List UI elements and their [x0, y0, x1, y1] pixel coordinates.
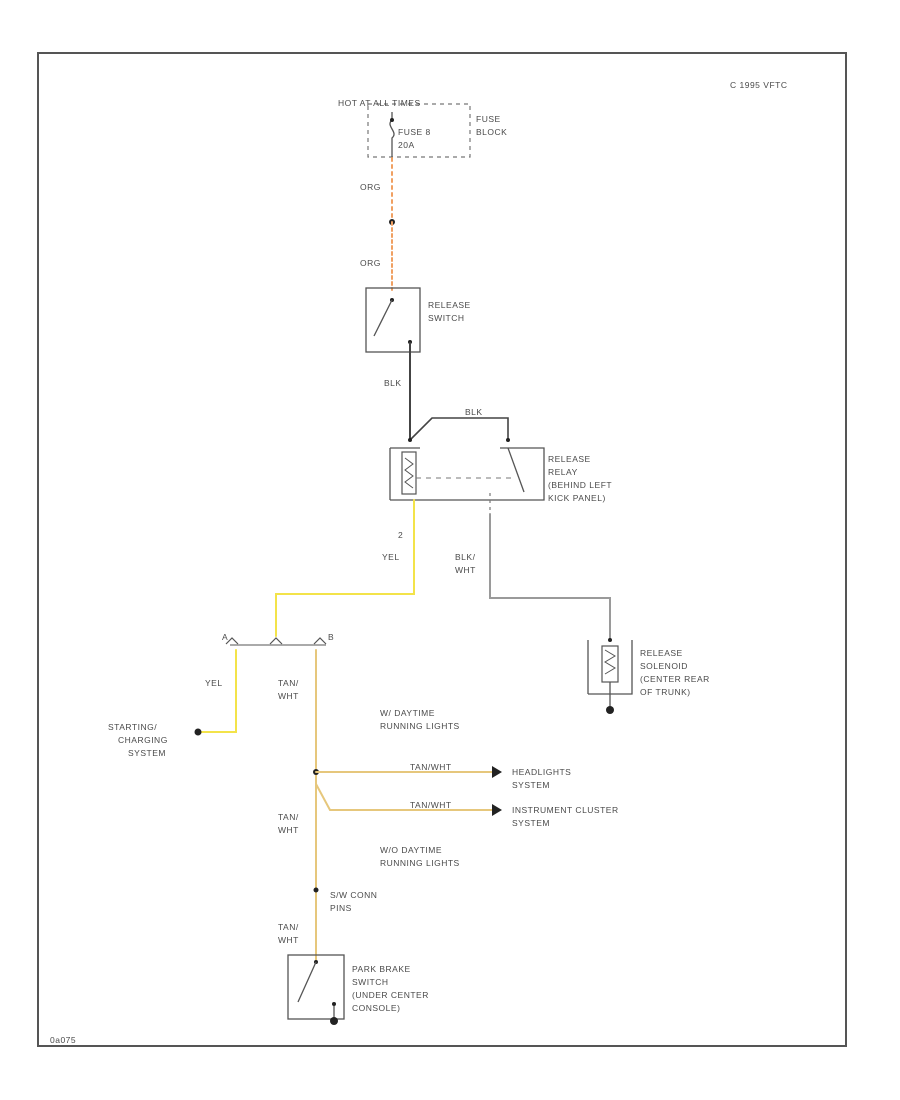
tan-wht-label-1b: WHT	[278, 691, 299, 701]
s-conn-dot	[313, 887, 319, 893]
release-solenoid: RELEASE SOLENOID (CENTER REAR OF TRUNK)	[587, 638, 710, 714]
tan-wht-branch-label-1: TAN/WHT	[410, 762, 452, 772]
yel-wire-main	[275, 499, 415, 637]
release-solenoid-label: RELEASE	[640, 648, 683, 658]
blk-wht-label-2: WHT	[455, 565, 476, 575]
tan-wht-label-2b: WHT	[278, 825, 299, 835]
release-relay: BLK RELEASE RELAY (BEHIND LEFT KICK PANE…	[389, 407, 612, 503]
fuse-label: FUSE 8	[398, 127, 431, 137]
fuse-block: HOT AT ALL TIMES FUSE 8 20A FUSE BLOCK	[338, 98, 507, 158]
release-relay-label-4: KICK PANEL)	[548, 493, 606, 503]
fuse-rating-label: 20A	[398, 140, 415, 150]
connector-bar: A B	[222, 632, 334, 646]
relay-top-wire	[409, 417, 509, 441]
tan-pin-b-label: B	[328, 632, 334, 642]
release-solenoid-label-3: (CENTER REAR	[640, 674, 710, 684]
hot-at-all-times-label: HOT AT ALL TIMES	[338, 98, 421, 108]
release-solenoid-label-4: OF TRUNK)	[640, 687, 691, 697]
cluster-arrow	[492, 804, 502, 816]
instrument-cluster-label: INSTRUMENT CLUSTER	[512, 805, 619, 815]
headlights-label: HEADLIGHTS	[512, 767, 571, 777]
tan-wht-label-3: TAN/	[278, 922, 299, 932]
tan-wht-label-3b: WHT	[278, 935, 299, 945]
without-drl-label: W/O DAYTIME	[380, 845, 442, 855]
tan-wht-label-1: TAN/	[278, 678, 299, 688]
yel-label-right: YEL	[382, 552, 400, 562]
diagram-id-label: 0a075	[50, 1035, 76, 1045]
blk-wht-wire	[489, 513, 611, 641]
instrument-cluster-label-2: SYSTEM	[512, 818, 550, 828]
diagram-frame	[37, 52, 847, 1047]
s-conn-label-2: PINS	[330, 903, 352, 913]
relay-top-wire-label: BLK	[465, 407, 483, 417]
fuse-block-label: FUSE	[476, 114, 501, 124]
yel-label-left: YEL	[205, 678, 223, 688]
tan-wht-label-2: TAN/	[278, 812, 299, 822]
fuse-block-label-2: BLOCK	[476, 127, 507, 137]
blk-wht-label: BLK/	[455, 552, 476, 562]
release-switch: RELEASE SWITCH	[365, 287, 471, 353]
blk-label: BLK	[384, 378, 402, 388]
with-drl-label-2: RUNNING LIGHTS	[380, 721, 460, 731]
park-brake-label-2: SWITCH	[352, 977, 389, 987]
org-label-lower: ORG	[360, 258, 381, 268]
release-solenoid-label-2: SOLENOID	[640, 661, 688, 671]
tan-wht-branch-label-2: TAN/WHT	[410, 800, 452, 810]
copyright-label: C 1995 VFTC	[730, 80, 787, 90]
s-conn-label: S/W CONN	[330, 890, 377, 900]
tan-pin-a-label: A	[222, 632, 228, 642]
release-relay-label-3: (BEHIND LEFT	[548, 480, 612, 490]
release-relay-label-2: RELAY	[548, 467, 578, 477]
release-switch-label-2: SWITCH	[428, 313, 465, 323]
park-brake-label: PARK BRAKE	[352, 964, 411, 974]
tan-wht-branch-cluster	[315, 783, 493, 811]
park-brake-label-4: CONSOLE)	[352, 1003, 400, 1013]
starting-charging-label-2: CHARGING	[118, 735, 168, 745]
release-relay-label: RELEASE	[548, 454, 591, 464]
park-brake-ground	[330, 1017, 338, 1025]
yel-wire-starting	[197, 649, 237, 733]
headlights-label-2: SYSTEM	[512, 780, 550, 790]
starting-charging-label: STARTING/	[108, 722, 157, 732]
starting-charging-connector	[194, 728, 202, 736]
without-drl-label-2: RUNNING LIGHTS	[380, 858, 460, 868]
starting-charging-label-3: SYSTEM	[128, 748, 166, 758]
org-label-upper: ORG	[360, 182, 381, 192]
release-switch-label: RELEASE	[428, 300, 471, 310]
with-drl-label: W/ DAYTIME	[380, 708, 435, 718]
park-brake-switch: PARK BRAKE SWITCH (UNDER CENTER CONSOLE)	[287, 954, 429, 1025]
park-brake-label-3: (UNDER CENTER	[352, 990, 429, 1000]
relay-pin-label: 2	[398, 530, 403, 540]
headlights-arrow	[492, 766, 502, 778]
